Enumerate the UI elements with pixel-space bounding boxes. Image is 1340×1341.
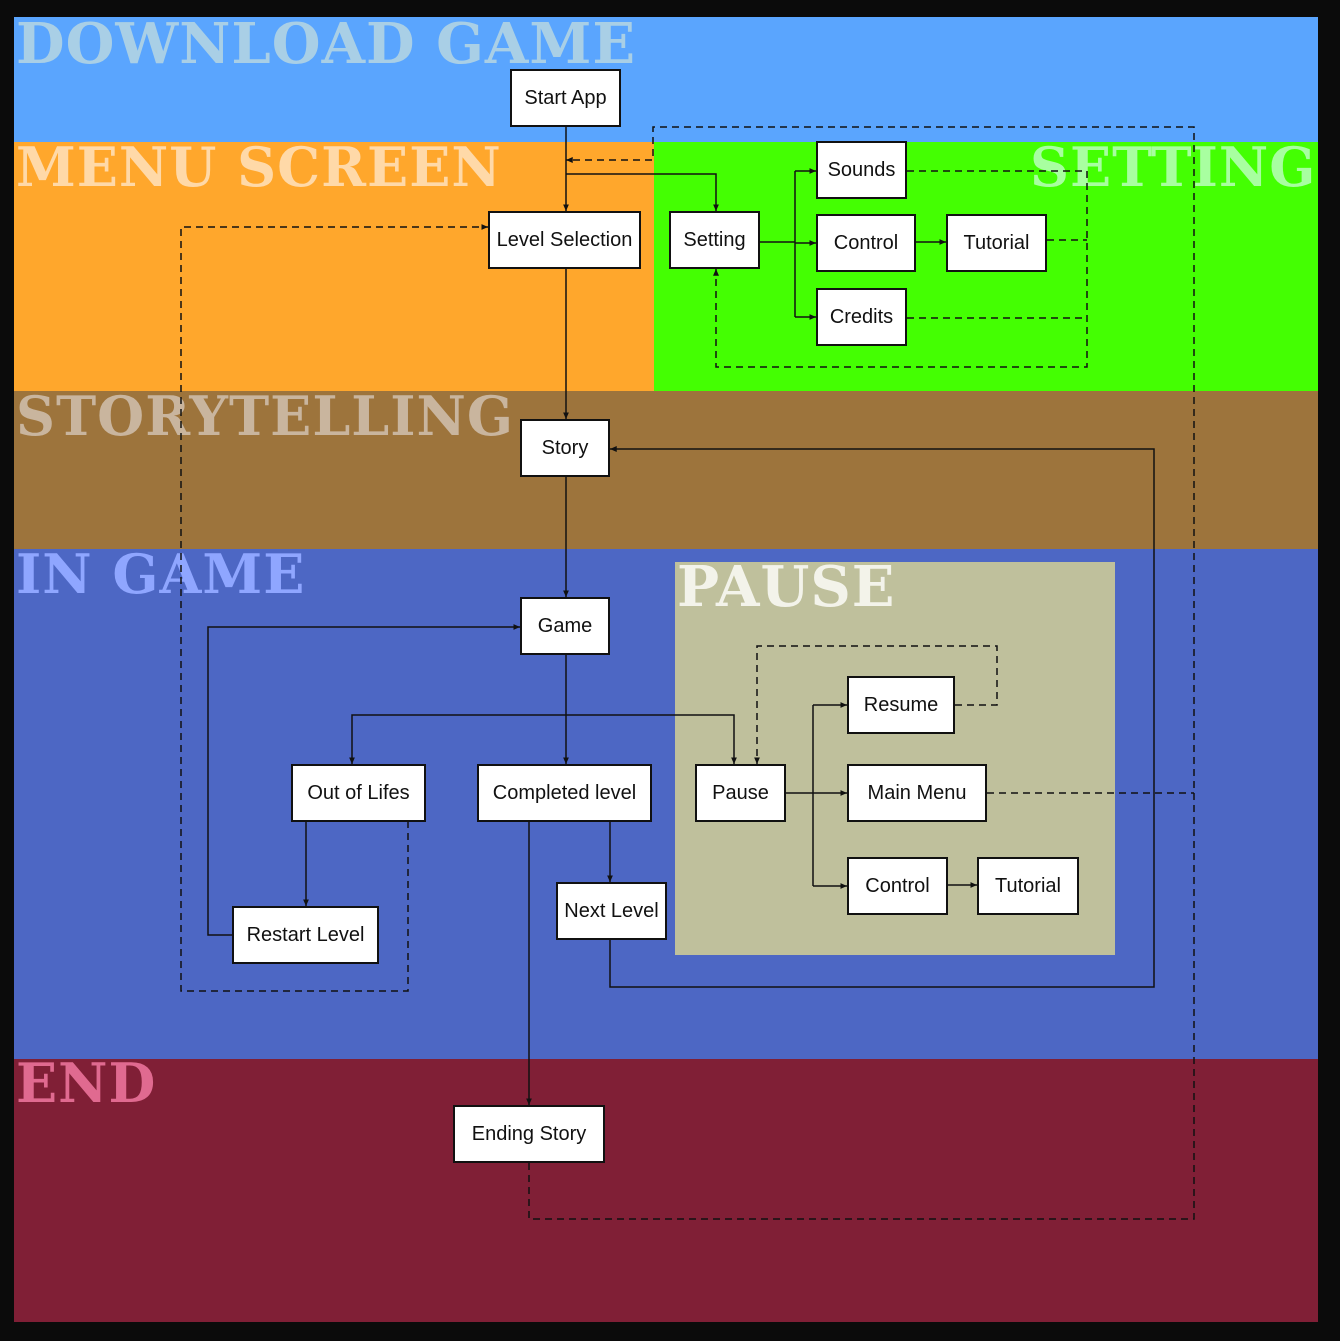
restart-level-node: Restart Level [232,906,379,964]
setting-node: Setting [669,211,760,269]
pause-control-node: Control [847,857,948,915]
storytelling-section [14,391,1318,549]
pause-node: Pause [695,764,786,822]
connector-restart-to-game [207,624,520,936]
resume-node: Resume [847,676,955,734]
next-level-node: Next Level [556,882,667,940]
game-node: Game [520,597,610,655]
start-app-node: Start App [510,69,621,127]
dashed-resume-to-pause [754,645,998,764]
main-menu-node: Main Menu [847,764,987,822]
dashed-restart-to-level-selection [180,224,488,992]
ending-story-node: Ending Story [453,1105,605,1163]
out-of-lifes-node: Out of Lifes [291,764,426,822]
connector-game-to-pause [566,714,737,764]
connector-game-to-out-of-lifes [349,714,566,764]
connector-to-setting [566,173,719,211]
connector-next-level-to-story [609,446,1155,988]
pause-tutorial-node: Tutorial [977,857,1079,915]
control-node: Control [816,214,916,272]
credits-node: Credits [816,288,907,346]
tutorial-node: Tutorial [946,214,1047,272]
download-section [14,17,1318,142]
level-selection-node: Level Selection [488,211,641,269]
dashed-setting-return-loop [713,170,1088,368]
end-section [14,1059,1318,1322]
completed-level-node: Completed level [477,764,652,822]
pause-section-title: PAUSE [677,554,896,620]
story-node: Story [520,419,610,477]
storytelling-section-title: STORYTELLING [16,384,514,448]
menu-section-title: MENU SCREEN [16,135,502,199]
end-section-title: END [16,1051,157,1115]
download-section-title: DOWNLOAD GAME [16,11,637,77]
in-game-section-title: IN GAME [16,542,306,606]
sounds-node: Sounds [816,141,907,199]
setting-section-title: SETTING [1030,135,1317,199]
dashed-outer-return-loop [528,126,1195,1220]
